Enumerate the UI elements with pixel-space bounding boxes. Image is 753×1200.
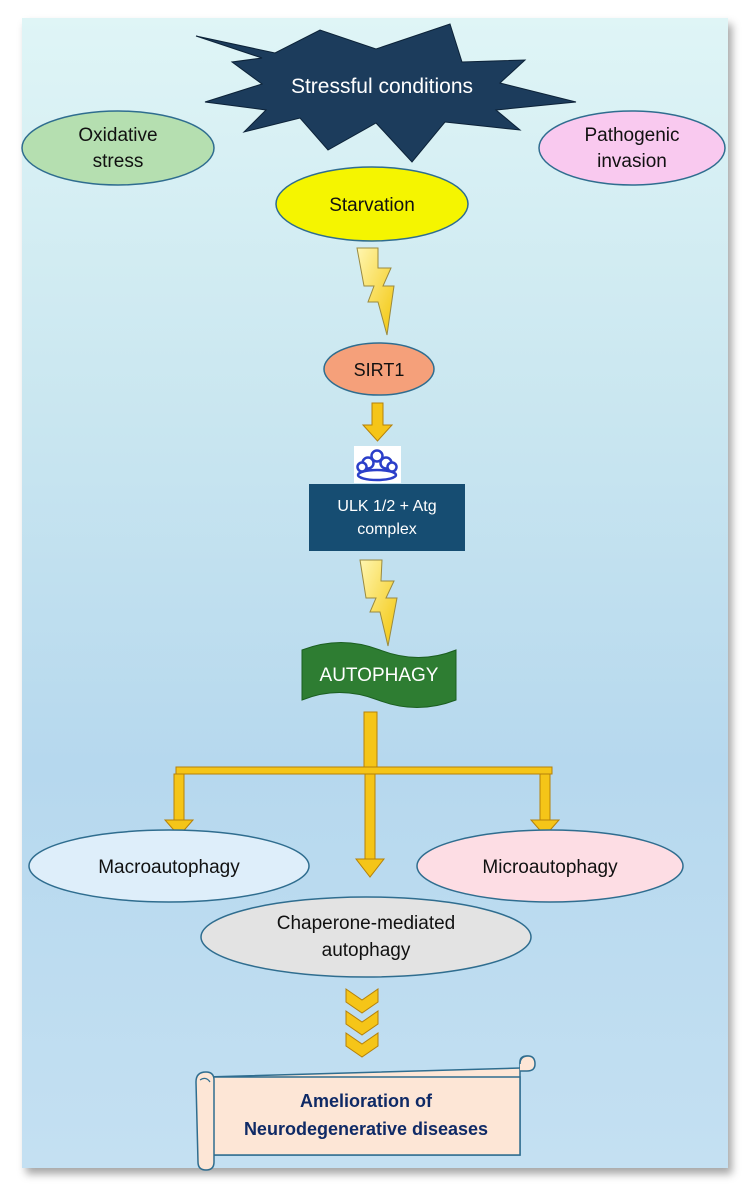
lightning-bolt-icon bbox=[359, 559, 398, 647]
cma-label-line1: Chaperone-mediated bbox=[277, 913, 456, 934]
starvation-node: Starvation bbox=[275, 166, 469, 242]
pathogenic-invasion-node: Pathogenic invasion bbox=[538, 110, 726, 186]
stressful-conditions-label: Stressful conditions bbox=[291, 75, 473, 98]
amelioration-label-line2: Neurodegenerative diseases bbox=[244, 1119, 488, 1139]
amelioration-scroll: Amelioration of Neurodegenerative diseas… bbox=[195, 1055, 536, 1171]
ulk-atg-complex-node: ULK 1/2 + Atg complex bbox=[309, 484, 465, 551]
complex-icon bbox=[354, 446, 401, 483]
microautophagy-label: Microautophagy bbox=[482, 857, 618, 878]
microautophagy-node: Microautophagy bbox=[416, 829, 684, 903]
amelioration-label-line1: Amelioration of bbox=[300, 1091, 433, 1111]
branch-arrows bbox=[163, 711, 561, 878]
stressful-conditions-star: Stressful conditions bbox=[195, 23, 577, 163]
sirt1-label: SIRT1 bbox=[354, 360, 405, 380]
ulk-label-line2: complex bbox=[357, 521, 417, 538]
arrow-down-icon bbox=[361, 402, 394, 442]
oxidative-label-line1: Oxidative bbox=[78, 125, 157, 146]
cma-label-line2: autophagy bbox=[322, 940, 411, 961]
macroautophagy-node: Macroautophagy bbox=[28, 829, 310, 903]
lightning-bolt-icon bbox=[356, 247, 395, 336]
chevron-down-icon bbox=[345, 988, 379, 1058]
oxidative-label-line2: stress bbox=[93, 151, 144, 172]
autophagy-banner: AUTOPHAGY bbox=[301, 642, 457, 708]
pathogenic-label-line2: invasion bbox=[597, 151, 667, 172]
pathogenic-label-line1: Pathogenic bbox=[584, 125, 679, 146]
oxidative-stress-node: Oxidative stress bbox=[21, 110, 215, 186]
starvation-label: Starvation bbox=[329, 195, 415, 216]
sirt1-node: SIRT1 bbox=[323, 342, 435, 396]
chaperone-mediated-autophagy-node: Chaperone-mediated autophagy bbox=[200, 896, 532, 978]
autophagy-label: AUTOPHAGY bbox=[320, 665, 439, 686]
ulk-label-line1: ULK 1/2 + Atg bbox=[337, 498, 436, 515]
macroautophagy-label: Macroautophagy bbox=[98, 857, 240, 878]
